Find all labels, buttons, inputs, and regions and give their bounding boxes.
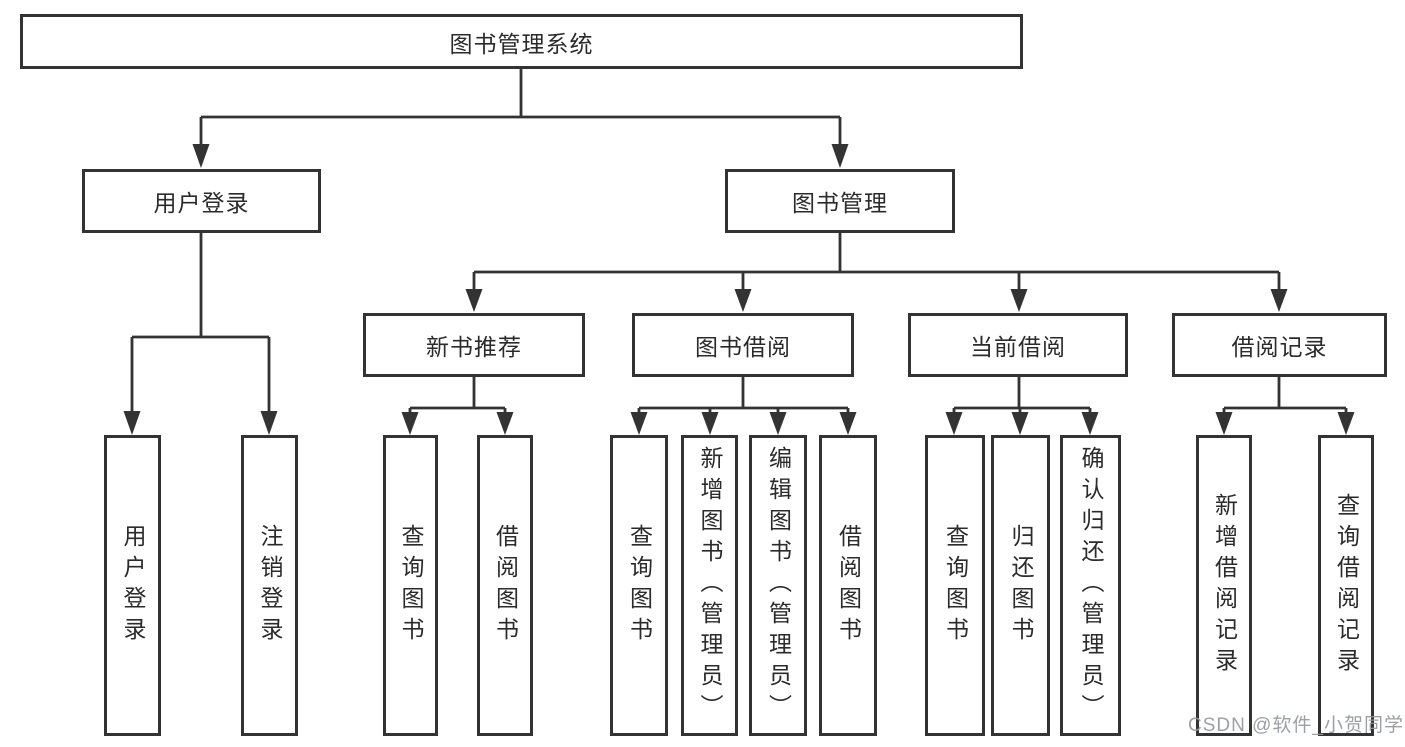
arrowhead: [839, 412, 857, 435]
node-label: 查询图书: [398, 523, 424, 648]
arrowhead: [1081, 412, 1099, 435]
node-label: 借阅记录: [1231, 334, 1328, 360]
arrowhead: [945, 412, 963, 435]
arrowhead: [1337, 412, 1355, 435]
leaf-add-borrow-record: 新增借阅记录: [1196, 435, 1252, 736]
leaf-query-books-borrowing: 查询图书: [610, 435, 668, 736]
arrowhead: [1010, 289, 1028, 312]
leaf-borrow-books: 借阅图书: [819, 435, 877, 736]
node-user-login: 用户登录: [82, 169, 321, 233]
leaf-return-book: 归还图书: [991, 435, 1050, 736]
node-label: 查询图书: [626, 523, 653, 648]
arrowhead: [701, 412, 719, 435]
leaf-borrow-books-recommend: 借阅图书: [477, 435, 533, 736]
arrowhead: [734, 289, 752, 312]
leaf-query-books-current: 查询图书: [925, 435, 985, 736]
node-label: 注销登录: [257, 523, 283, 648]
node-label: 归还图书: [1008, 523, 1034, 648]
node-book-management: 图书管理: [725, 169, 955, 233]
node-label: 新增借阅记录: [1211, 492, 1238, 679]
node-book-borrowing: 图书借阅: [632, 313, 854, 377]
node-label: 图书管理系统: [449, 30, 594, 57]
node-label: 确认归还（管理员）: [1078, 446, 1104, 725]
leaf-user-login: 用户登录: [104, 435, 161, 736]
node-label: 图书借阅: [695, 334, 791, 360]
node-label: 查询图书: [942, 523, 969, 648]
arrowhead: [769, 412, 787, 435]
arrowhead: [192, 144, 210, 168]
leaf-query-borrow-record: 查询借阅记录: [1318, 435, 1374, 736]
leaf-add-book-admin: 新增图书（管理员）: [681, 435, 738, 736]
arrowhead: [831, 144, 849, 168]
arrowhead: [1011, 412, 1029, 435]
csdn-watermark: CSDN @软件_小贺同学: [1188, 715, 1404, 736]
node-label: 新增图书（管理员）: [697, 446, 723, 725]
node-current-borrowing: 当前借阅: [908, 313, 1128, 377]
arrowhead: [465, 289, 483, 312]
node-label: 当前借阅: [970, 334, 1066, 360]
leaf-edit-book-admin: 编辑图书（管理员）: [749, 435, 807, 736]
node-label: 编辑图书（管理员）: [765, 446, 792, 725]
arrowhead: [630, 412, 648, 435]
node-label: 用户登录: [120, 523, 146, 648]
leaf-confirm-return-admin: 确认归还（管理员）: [1060, 435, 1121, 736]
node-label: 图书管理: [792, 190, 888, 216]
node-label: 借阅图书: [492, 523, 519, 648]
node-label: 用户登录: [153, 190, 250, 216]
node-new-book-recommend: 新书推荐: [363, 313, 585, 377]
arrowhead: [260, 411, 278, 435]
node-borrowing-records: 借阅记录: [1172, 313, 1387, 377]
node-root: 图书管理系统: [20, 14, 1023, 69]
arrowhead: [496, 412, 514, 435]
leaf-logout: 注销登录: [241, 435, 298, 736]
arrowhead: [1215, 412, 1233, 435]
arrowhead: [1270, 289, 1288, 312]
node-label: 查询借阅记录: [1333, 492, 1360, 679]
leaf-query-books-recommend: 查询图书: [383, 435, 438, 736]
arrowhead: [123, 411, 141, 435]
node-label: 借阅图书: [835, 523, 862, 648]
node-label: 新书推荐: [426, 334, 522, 360]
arrowhead: [401, 412, 419, 435]
